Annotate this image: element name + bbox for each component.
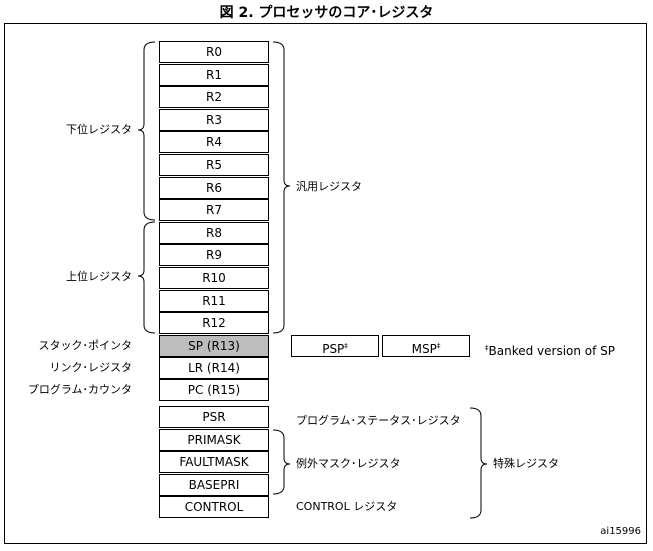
special-register-faultmask: FAULTMASK	[159, 451, 269, 474]
link-register-label: リンク･レジスタ	[49, 361, 133, 374]
register-r12: R12	[159, 312, 269, 335]
msp-register: MSP‡	[382, 335, 470, 357]
program-counter-label: プログラム･カウンタ	[27, 383, 132, 396]
exception-mask-label: 例外マスク･レジスタ	[296, 457, 401, 470]
program-status-label: プログラム･ステータス･レジスタ	[296, 414, 461, 427]
register-r9: R9	[159, 244, 269, 267]
figure-id: ai15996	[600, 526, 641, 537]
general-purpose-label: 汎用レジスタ	[296, 180, 362, 193]
psp-register: PSP‡	[291, 335, 379, 357]
register-r1: R1	[159, 63, 269, 86]
control-register-label: CONTROL レジスタ	[296, 500, 398, 513]
pc-register: PC (R15)	[159, 379, 269, 401]
banked-note: ‡Banked version of SP	[485, 344, 616, 358]
register-r3: R3	[159, 108, 269, 131]
register-r2: R2	[159, 86, 269, 109]
register-r7: R7	[159, 199, 269, 222]
special-register-psr: PSR	[159, 406, 269, 428]
register-r10: R10	[159, 267, 269, 289]
register-r4: R4	[159, 131, 269, 154]
special-registers-label: 特殊レジスタ	[493, 457, 559, 470]
register-r0: R0	[159, 41, 269, 63]
register-r8: R8	[159, 221, 269, 244]
special-register-primask: PRIMASK	[159, 428, 269, 451]
sp-register: SP (R13)	[159, 335, 269, 357]
stack-pointer-label: スタック･ポインタ	[38, 339, 133, 352]
register-r5: R5	[159, 154, 269, 176]
figure-title: 図 2. プロセッサのコア･レジスタ	[219, 5, 434, 21]
special-register-basepri: BASEPRI	[159, 473, 269, 496]
special-register-control: CONTROL	[159, 496, 269, 519]
figure-frame	[4, 23, 647, 544]
low-registers-label: 下位レジスタ	[66, 123, 132, 136]
high-registers-label: 上位レジスタ	[66, 270, 132, 283]
register-r11: R11	[159, 289, 269, 312]
lr-register: LR (R14)	[159, 357, 269, 379]
register-r6: R6	[159, 176, 269, 199]
